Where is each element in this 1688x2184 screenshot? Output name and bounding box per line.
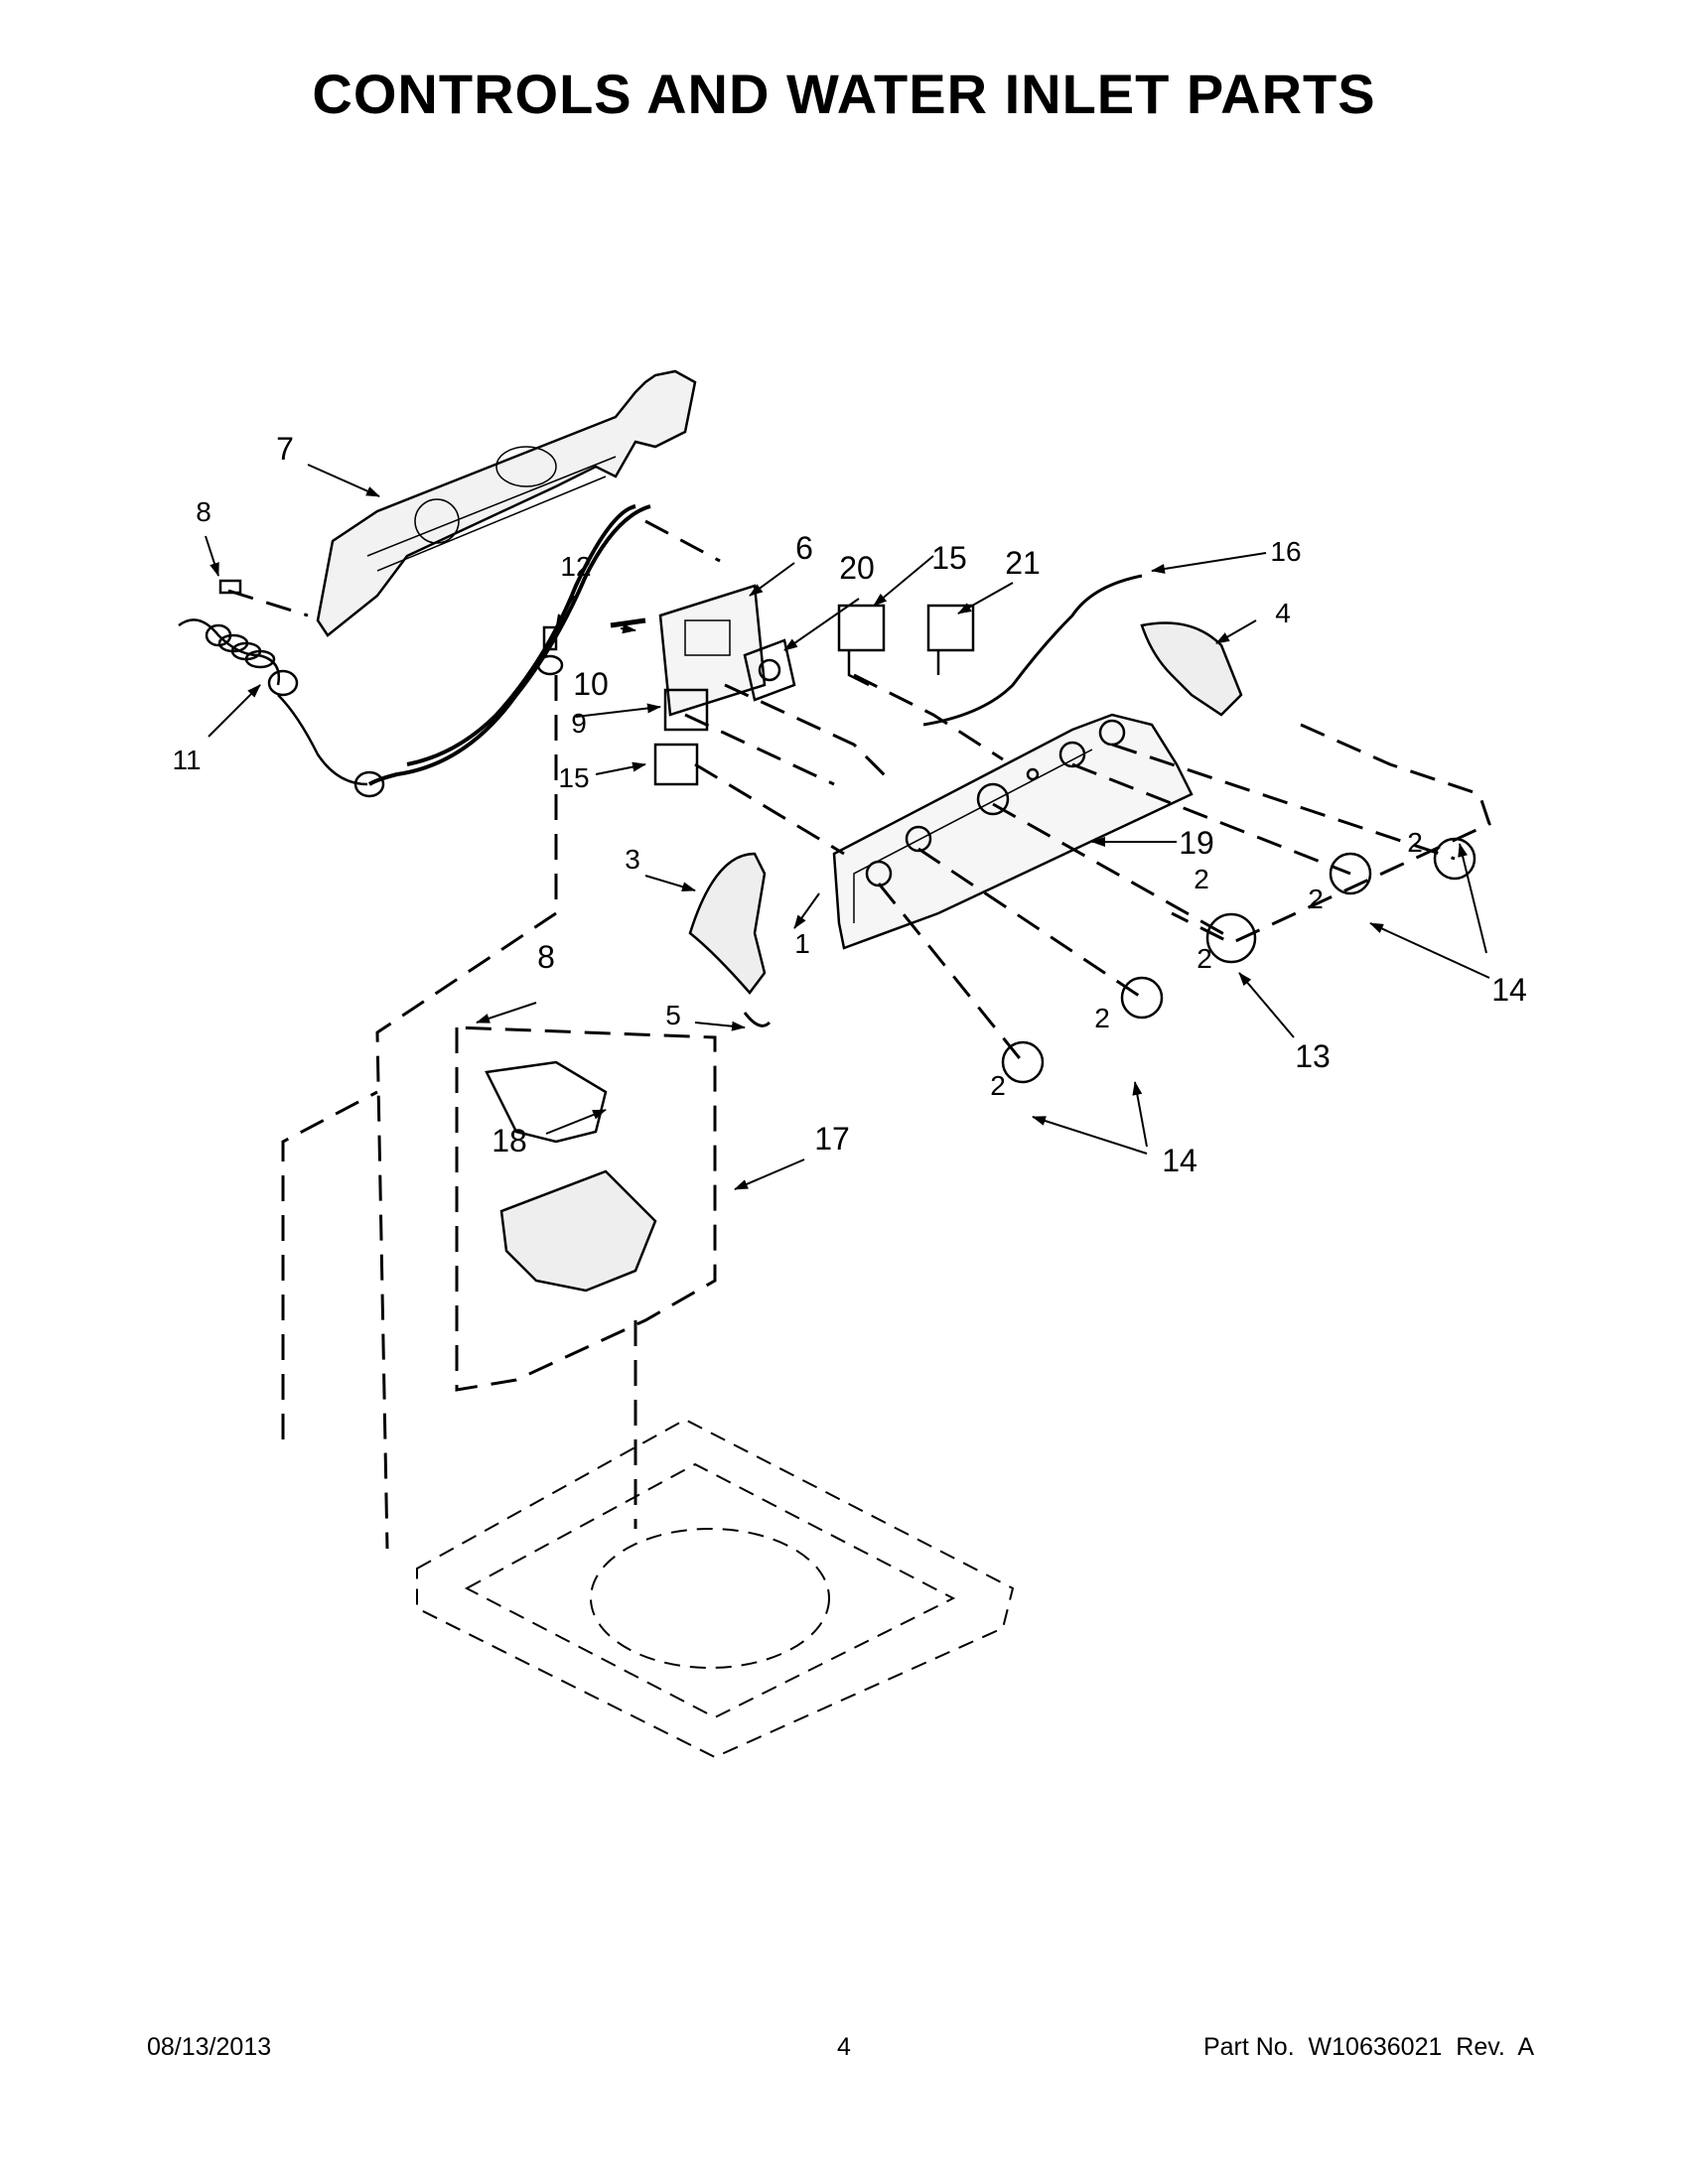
callout-8-top: 8 <box>196 496 211 527</box>
callout-2-c: 2 <box>1196 943 1212 974</box>
end-cap-part-4 <box>1140 621 1243 717</box>
callout-14-right: 14 <box>1491 972 1527 1008</box>
screw-part-12 <box>536 625 564 676</box>
callout-2-d: 2 <box>1094 1003 1110 1033</box>
page-title: CONTROLS AND WATER INLET PARTS <box>312 63 1376 125</box>
callout-13: 13 <box>1295 1038 1331 1074</box>
footer-date: 08/13/2013 <box>147 2033 272 2061</box>
switch-part-21 <box>926 604 975 675</box>
water-valve-part <box>485 1060 657 1293</box>
control-board-part <box>658 584 767 717</box>
callout-10: 10 <box>573 666 609 702</box>
callout-18: 18 <box>492 1123 527 1159</box>
washer-top-base-part <box>416 1418 1015 1759</box>
end-cap-part-3 <box>688 852 767 995</box>
callout-8-lower: 8 <box>537 939 555 975</box>
knob-parts <box>1001 837 1477 1084</box>
wire-harness-part <box>367 504 651 786</box>
callout-15-upper: 15 <box>931 540 967 576</box>
bracket-part-20 <box>743 638 796 702</box>
callout-7: 7 <box>276 431 294 467</box>
hose-coil-part <box>178 618 385 798</box>
callout-5: 5 <box>665 1000 681 1030</box>
callout-1: 1 <box>794 928 810 959</box>
callout-3: 3 <box>625 844 640 875</box>
footer-part-number: Part No. W10636021 Rev. A <box>1202 2033 1534 2061</box>
callout-11: 11 <box>172 745 201 775</box>
footer-page-number: 4 <box>837 2033 851 2061</box>
switch-part-9 <box>663 688 709 732</box>
callout-6: 6 <box>795 530 813 566</box>
switch-part-15-upper <box>837 604 886 687</box>
callout-2-b: 2 <box>1308 884 1324 914</box>
callout-2-a: 2 <box>1407 827 1423 858</box>
callout-9: 9 <box>571 708 587 739</box>
clip-part-5 <box>743 1012 772 1027</box>
callout-14-bottom: 14 <box>1162 1143 1197 1178</box>
callout-2-e: 2 <box>990 1070 1006 1101</box>
wire-part-16 <box>922 574 1143 727</box>
console-part-1 <box>832 713 1194 950</box>
switch-part-15-lower <box>653 743 699 786</box>
callout-12: 12 <box>560 551 591 582</box>
callout-4: 4 <box>1275 598 1291 628</box>
callout-20: 20 <box>839 550 875 586</box>
callout-15-lower: 15 <box>558 762 589 793</box>
callout-16: 16 <box>1270 536 1301 567</box>
callout-2-f: 2 <box>1194 864 1209 894</box>
callout-17: 17 <box>814 1121 850 1157</box>
callout-19: 19 <box>1179 825 1214 861</box>
console-rear-panel-part <box>316 369 697 637</box>
callout-21: 21 <box>1005 545 1041 581</box>
